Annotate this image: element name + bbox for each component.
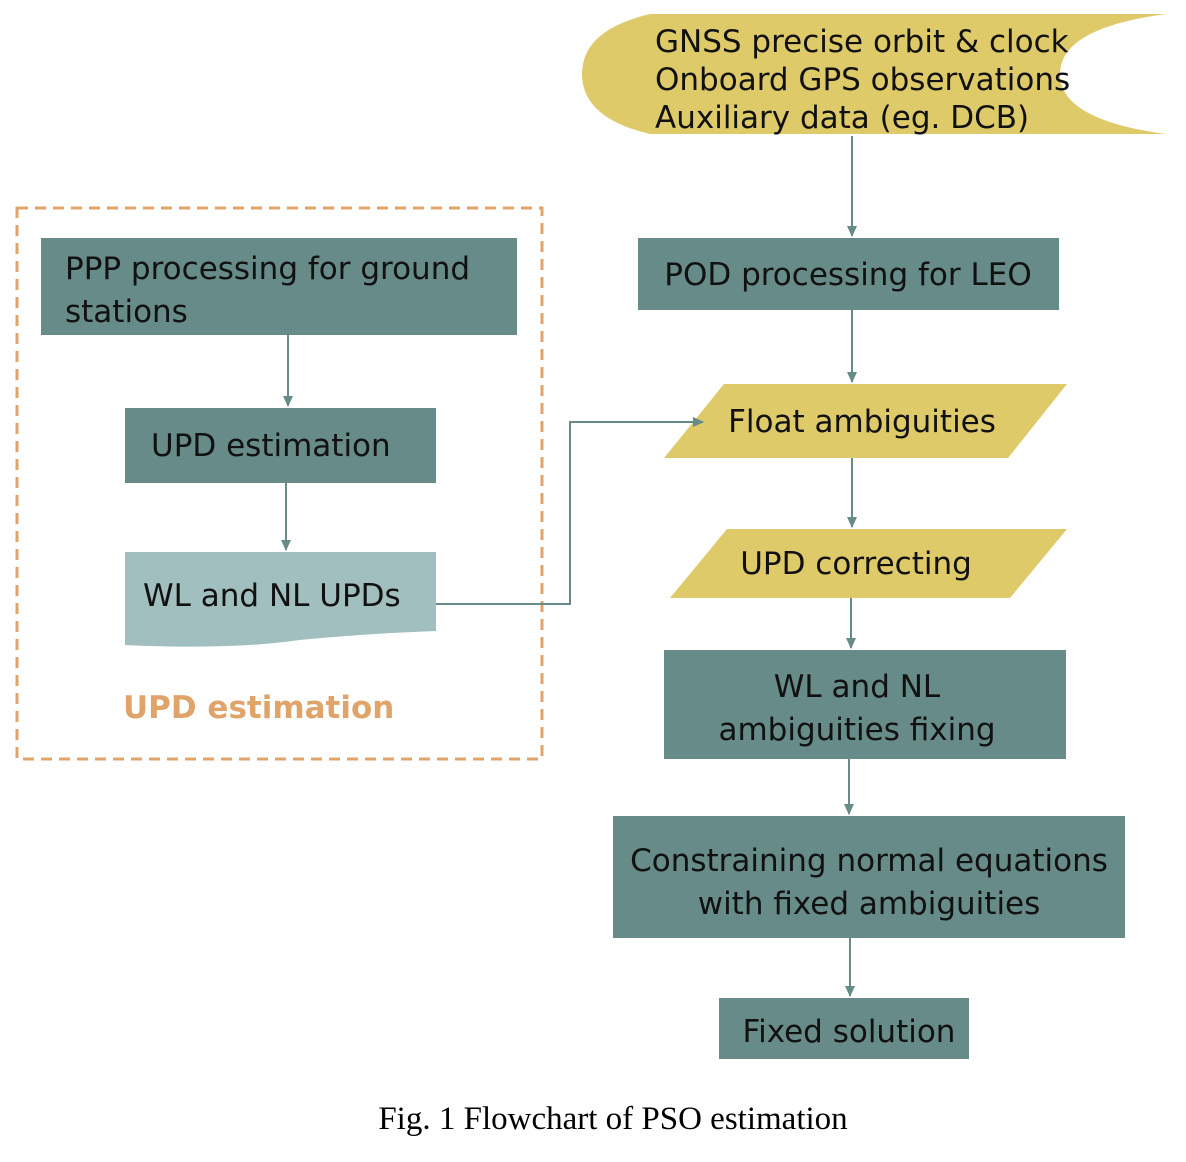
constraining-line-1: Constraining normal equations: [630, 843, 1108, 879]
upd-estimation-box: [125, 408, 436, 483]
fixed-solution-node: Fixed solution: [719, 998, 969, 1059]
fixed-solution-box: [719, 998, 969, 1059]
float-ambiguities-text: Float ambiguities: [728, 404, 996, 440]
upd-correcting-shape: [670, 529, 1067, 598]
ambiguities-fixing-line-2: ambiguities fixing: [718, 712, 995, 748]
fixed-solution-text: Fixed solution: [743, 1014, 956, 1050]
upd-group-border: [15, 206, 544, 761]
figure-caption: Fig. 1 Flowchart of PSO estimation: [378, 1101, 847, 1137]
input-line-3: Auxiliary data (eg. DCB): [655, 100, 1029, 136]
ppp-processing-box: [41, 238, 517, 335]
wl-nl-upds-text: WL and NL UPDs: [143, 578, 401, 614]
input-line-1: GNSS precise orbit & clock: [655, 24, 1069, 60]
input-data-node: GNSS precise orbit & clock Onboard GPS o…: [582, 14, 1166, 136]
pod-processing-text: POD processing for LEO: [664, 257, 1031, 293]
constraining-box: [613, 816, 1125, 938]
constraining-node: Constraining normal equations with fixed…: [613, 816, 1125, 938]
pod-processing-box: [638, 238, 1059, 310]
upd-estimation-text: UPD estimation: [151, 428, 391, 464]
ppp-processing-node: PPP processing for ground stations: [41, 238, 517, 335]
upd-estimation-node: UPD estimation: [125, 408, 436, 483]
float-ambiguities-shape: [664, 384, 1067, 458]
input-line-2: Onboard GPS observations: [655, 62, 1070, 98]
arrow-wlnl-to-float: [436, 417, 704, 605]
upd-correcting-node: UPD correcting: [670, 529, 1067, 598]
ppp-line-2: stations: [65, 294, 188, 330]
connectors: [281, 136, 857, 997]
ppp-line-1: PPP processing for ground: [65, 251, 470, 287]
upd-correcting-text: UPD correcting: [740, 546, 972, 582]
wl-nl-upds-shape: [125, 552, 436, 647]
constraining-line-2: with fixed ambiguities: [698, 886, 1041, 922]
pod-processing-node: POD processing for LEO: [638, 238, 1059, 310]
ambiguities-fixing-node: WL and NL ambiguities fixing: [664, 650, 1066, 759]
upd-group-label: UPD estimation: [123, 690, 394, 726]
ambiguities-fixing-box: [664, 650, 1066, 759]
upd-estimation-group: UPD estimation: [15, 206, 544, 761]
input-data-shape: [582, 14, 1166, 134]
wl-nl-upds-node: WL and NL UPDs: [125, 552, 436, 647]
ambiguities-fixing-line-1: WL and NL: [774, 669, 941, 705]
float-ambiguities-node: Float ambiguities: [664, 384, 1067, 458]
